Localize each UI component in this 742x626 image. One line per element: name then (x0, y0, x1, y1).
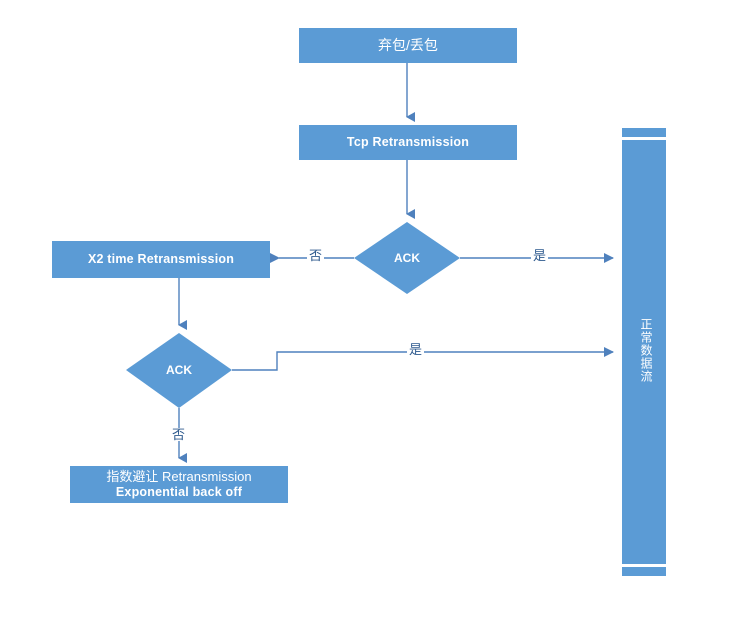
edge-label-ack2-no: 否 (170, 427, 188, 442)
node-ack-decision-2[interactable] (126, 333, 232, 408)
lane-normal-flow-label: 正常数据流 (639, 318, 653, 383)
node-exponential-backoff[interactable] (70, 466, 288, 503)
node-ack-decision-1[interactable] (354, 222, 460, 294)
node-drop-packet[interactable] (299, 28, 517, 63)
node-x2-retransmission[interactable] (52, 241, 270, 278)
edge-label-ack2-yes: 是 (407, 342, 425, 357)
lane-normal-flow-bottom-cap (622, 567, 666, 576)
lane-normal-flow-top-cap (622, 128, 666, 137)
edge-ack2-yes-to-lane (232, 347, 614, 371)
edge-label-ack1-yes: 是 (531, 248, 549, 263)
lane-normal-flow-body[interactable] (622, 140, 666, 564)
edge-label-ack1-no: 否 (307, 248, 325, 263)
node-tcp-retransmission[interactable] (299, 125, 517, 160)
